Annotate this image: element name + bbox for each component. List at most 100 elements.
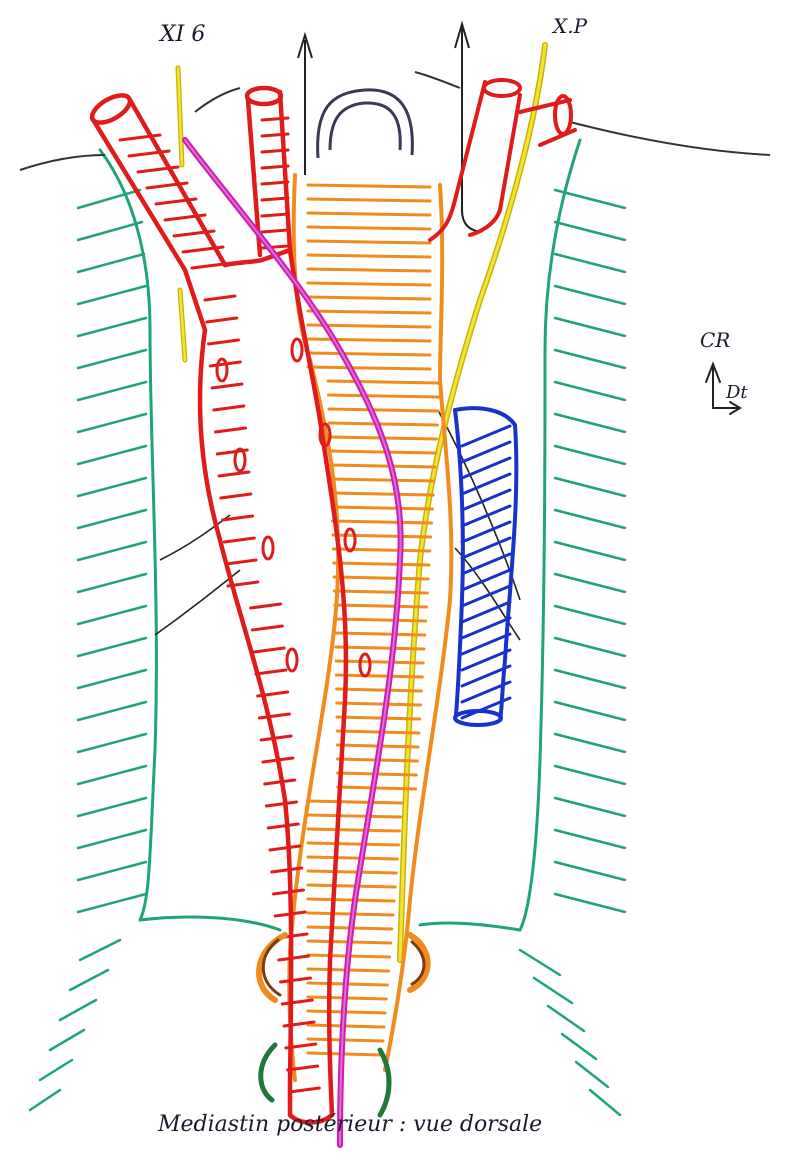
aorta-ring <box>216 428 246 432</box>
esophagus-ring <box>333 535 431 537</box>
intercostal-artery-ostium <box>360 654 370 676</box>
azygos-stripe <box>462 618 510 638</box>
pleura-rib-tick <box>555 638 625 656</box>
pleura-rib-tick <box>60 1000 96 1020</box>
pleura-rib-tick <box>80 940 120 960</box>
pleura-rib-tick <box>555 190 625 208</box>
pleura-rib-tick <box>78 382 146 400</box>
intercostal-artery-ostium <box>292 339 302 361</box>
orientation-label-cranial: CR <box>700 328 730 352</box>
aorta-ring <box>262 230 288 232</box>
pleura-rib-tick <box>562 1034 596 1059</box>
pleura-rib-tick <box>78 478 146 496</box>
pleura-rib-tick <box>30 1090 60 1110</box>
aorta-ring <box>226 560 256 564</box>
esophagus-ring <box>329 409 438 411</box>
aorta-ring <box>279 956 309 960</box>
esophagus-ring <box>308 283 430 285</box>
pleura-rib-tick <box>555 606 625 624</box>
pleura-rib-tick <box>555 254 625 272</box>
pleura-rib-tick <box>78 606 146 624</box>
pleura-rib-tick <box>520 950 560 975</box>
aorta-ring <box>209 340 239 344</box>
pleura-rib-tick <box>50 1030 84 1050</box>
esophagus-ring <box>308 871 396 873</box>
aorta-ring <box>259 714 289 718</box>
vagus-nerve-right <box>400 45 545 960</box>
aorta-ring <box>261 736 291 740</box>
azygos-stripe <box>462 634 510 654</box>
pleura-rib-tick <box>70 970 108 990</box>
esophagus-ring <box>337 689 422 691</box>
esophagus-ring <box>334 563 429 565</box>
esophagus-ring <box>335 605 427 607</box>
aorta-ring <box>268 824 298 828</box>
pleura-rib-tick <box>555 574 625 592</box>
pleura-rib-tick <box>555 862 625 880</box>
azygos-stripe <box>462 458 510 478</box>
intercostal-artery-ostium <box>287 649 297 671</box>
pleura-rib-tick <box>555 446 625 464</box>
pleura-rib-tick <box>78 670 146 688</box>
esophagus-ring <box>330 451 435 453</box>
esophagus-ring <box>336 661 423 663</box>
esophagus-ring <box>335 633 424 635</box>
aorta-ring <box>254 648 284 652</box>
pleura-rib-tick <box>78 734 146 752</box>
pleura-rib-tick <box>555 510 625 528</box>
esophagus-ring <box>308 367 430 369</box>
nerve-label-left: XI 6 <box>160 22 205 47</box>
pleura-rib-tick <box>590 1090 620 1115</box>
nerve-label-right: X.P <box>553 14 587 38</box>
azygos-stripe <box>462 538 510 558</box>
azygos-stripe <box>462 522 510 542</box>
esophagus-ring <box>308 213 430 215</box>
intercostal-artery-ostium <box>263 537 273 559</box>
pleura-rib-tick <box>78 862 146 880</box>
esophagus-ring <box>329 423 437 425</box>
esophagus-ring <box>333 521 432 523</box>
arrow-up-right <box>455 24 480 232</box>
esophagus-ring <box>308 1053 382 1055</box>
trachea-top <box>318 90 413 158</box>
intercostal-artery-ostium <box>345 529 355 551</box>
pleura-rib-tick <box>555 382 625 400</box>
esophagus-ring <box>336 647 424 649</box>
esophagus-ring <box>308 199 430 201</box>
azygos-stripe <box>462 442 510 462</box>
esophagus-ring <box>308 829 400 831</box>
aorta-ring <box>289 1088 319 1092</box>
pleura-left <box>100 150 156 920</box>
esophagus-ring <box>308 885 395 887</box>
aorta-ring <box>256 670 286 674</box>
intercostal-artery-ostium <box>217 359 227 381</box>
esophagus-ring <box>331 479 434 481</box>
aorta-ring <box>262 118 288 120</box>
esophagus-ring <box>337 731 419 733</box>
azygos-stripe <box>462 490 510 510</box>
esophagus-ring <box>308 185 430 187</box>
pleura-rib-tick <box>555 222 625 240</box>
pleura-rib-tick <box>555 670 625 688</box>
esophagus-ring <box>332 493 434 495</box>
pleura-rib-tick <box>40 1060 72 1080</box>
pleura-rib-tick <box>555 318 625 336</box>
pleura-rib-tick <box>78 542 146 560</box>
esophagus-ring <box>308 899 394 901</box>
pleura-rib-tick <box>555 542 625 560</box>
aorta-ring <box>281 978 311 982</box>
pleura-rib-tick <box>78 766 146 784</box>
pleura-right-bottom <box>420 923 520 930</box>
aorta-ring <box>224 538 254 542</box>
arrow-up-left <box>298 35 312 175</box>
esophagus-ring <box>308 255 430 257</box>
aorta-ring <box>214 406 244 410</box>
aorta-ring <box>251 604 281 608</box>
esophagus-ring <box>332 507 432 509</box>
aorta-ring <box>262 198 288 200</box>
pleura-rib-tick <box>555 414 625 432</box>
esophagus-ring <box>328 381 440 383</box>
azygos-stripe <box>462 474 510 494</box>
pleura-rib-tick <box>78 510 146 528</box>
orientation-label-right: Dt <box>726 382 748 403</box>
